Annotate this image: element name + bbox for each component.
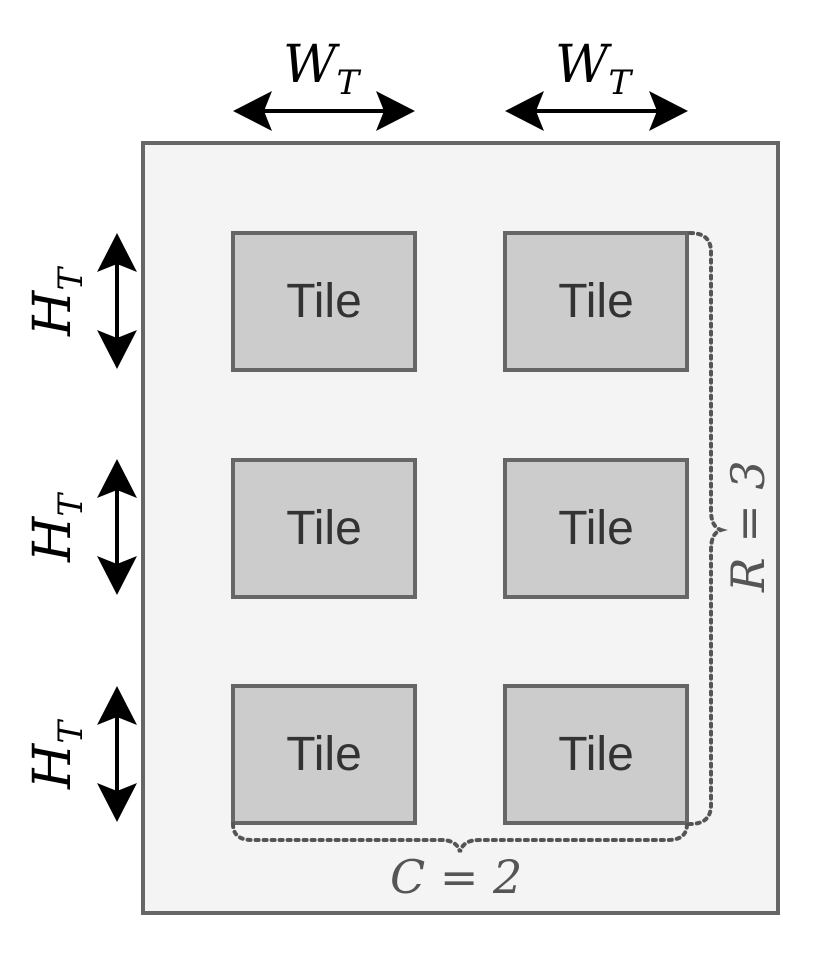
svg-text:Tile: Tile xyxy=(286,502,362,555)
svg-text:Tile: Tile xyxy=(286,275,362,328)
width-label-1: WT xyxy=(283,35,361,103)
height-label-3: HT xyxy=(23,719,91,790)
height-label-2: HT xyxy=(23,492,91,563)
rows-brace xyxy=(688,231,728,826)
columns-brace xyxy=(231,822,689,853)
tile: Tile xyxy=(503,458,689,599)
tile: Tile xyxy=(231,458,417,599)
tile: Tile xyxy=(231,231,417,372)
svg-text:Tile: Tile xyxy=(558,728,634,781)
height-label-1: HT xyxy=(23,266,91,337)
svg-text:Tile: Tile xyxy=(558,275,634,328)
tile: Tile xyxy=(503,684,689,825)
width-arrow-2 xyxy=(505,91,688,131)
tile: Tile xyxy=(503,231,689,372)
height-arrow-3 xyxy=(97,686,137,822)
tile: Tile xyxy=(231,684,417,825)
svg-text:Tile: Tile xyxy=(286,728,362,781)
height-arrow-1 xyxy=(97,233,137,369)
columns-count-label: C = 2 xyxy=(390,850,522,904)
width-arrow-1 xyxy=(233,91,415,131)
height-arrow-2 xyxy=(97,459,137,595)
rows-count-label: R = 3 xyxy=(721,460,775,593)
width-label-2: WT xyxy=(555,35,633,103)
svg-text:Tile: Tile xyxy=(558,502,634,555)
